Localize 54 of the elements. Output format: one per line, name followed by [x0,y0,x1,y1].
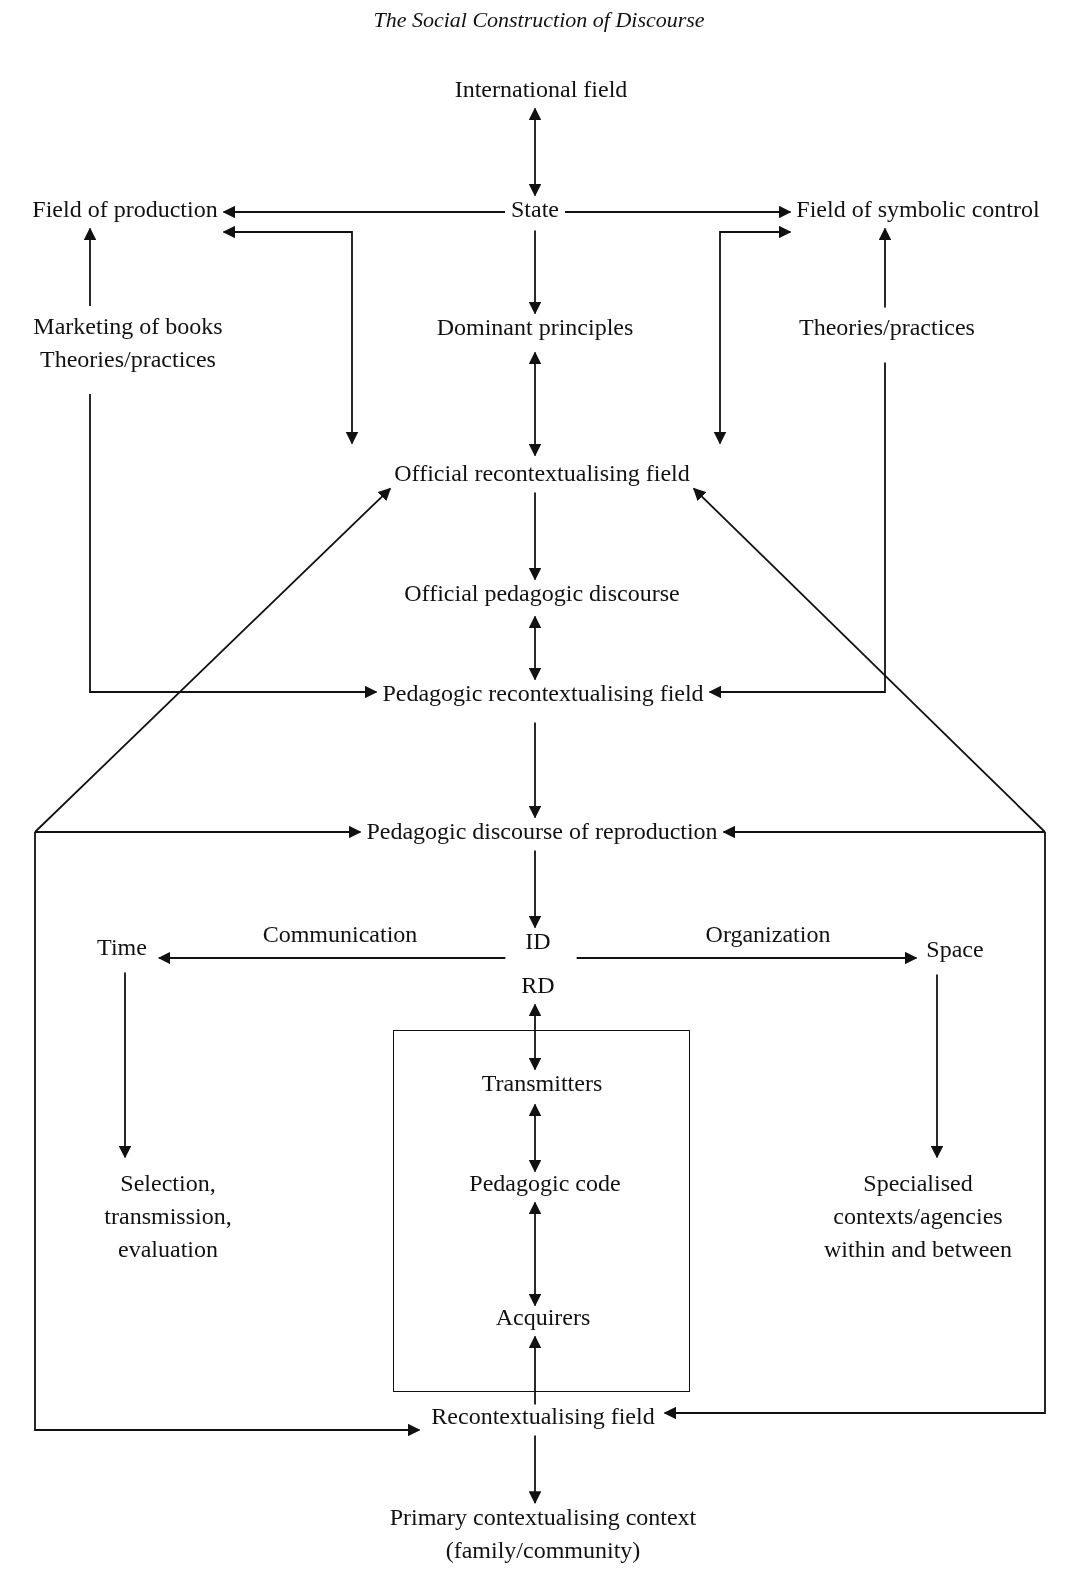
arrow [528,229,542,315]
arrow [708,361,886,699]
arrow [528,721,542,819]
arrow [878,227,892,309]
node-label: Pedagogic recontextualising field [382,677,704,711]
arrow [528,1003,542,1071]
arrow [222,225,359,445]
node-label: Acquirers [495,1301,591,1335]
arrow [528,107,542,197]
node-label: Transmitters [481,1067,603,1101]
node-label: Specialised contexts/agencies within and between [804,1167,1032,1267]
arrow [528,1335,542,1406]
arrow-line [34,487,392,833]
arrow [528,615,542,681]
node-label: Theories/practices [799,311,975,345]
node-label: Marketing of books Theories/practices [8,309,248,377]
node-label: Selection, transmission, evaluation [83,1167,253,1267]
node-label: Primary contextualising context (family/community) [333,1500,753,1568]
arrow [118,971,132,1159]
arrow-line [722,825,1046,839]
node-label: Dominant principles [436,311,634,345]
node-label: Pedagogic discourse of reproduction [366,815,718,849]
arrow-line [663,831,1046,1420]
arrow-line [34,831,421,1437]
arrow [528,1201,542,1307]
arrow-line [692,487,1046,833]
node-label: Official pedagogic discourse [404,577,680,611]
arrow [528,351,542,457]
arrow [528,1103,542,1173]
node-label: RD [521,969,555,1003]
arrow [575,951,918,965]
arrow [930,973,944,1159]
arrow [713,225,792,445]
arrow [83,227,97,307]
diagram-title: The Social Construction of Discourse [373,7,705,33]
arrow [528,849,542,929]
node-label: Official recontextualising field [394,457,690,491]
node-label: State [511,193,559,227]
node-label: International field [454,73,628,107]
arrow [89,393,378,699]
arrow [528,491,542,581]
node-label: Time [97,931,147,965]
node-label: Recontextualising field [431,1400,655,1434]
node-label: ID [525,925,551,959]
arrow [528,1434,542,1504]
node-label: Space [926,933,984,967]
arrow [564,205,792,219]
frame-box [393,1030,690,1392]
node-label: Pedagogic code [469,1167,621,1201]
node-label: Field of production [32,193,218,227]
arrow [157,951,507,965]
arrow [222,205,506,219]
node-label: Field of symbolic control [796,193,1040,227]
arrow-line [34,825,362,839]
